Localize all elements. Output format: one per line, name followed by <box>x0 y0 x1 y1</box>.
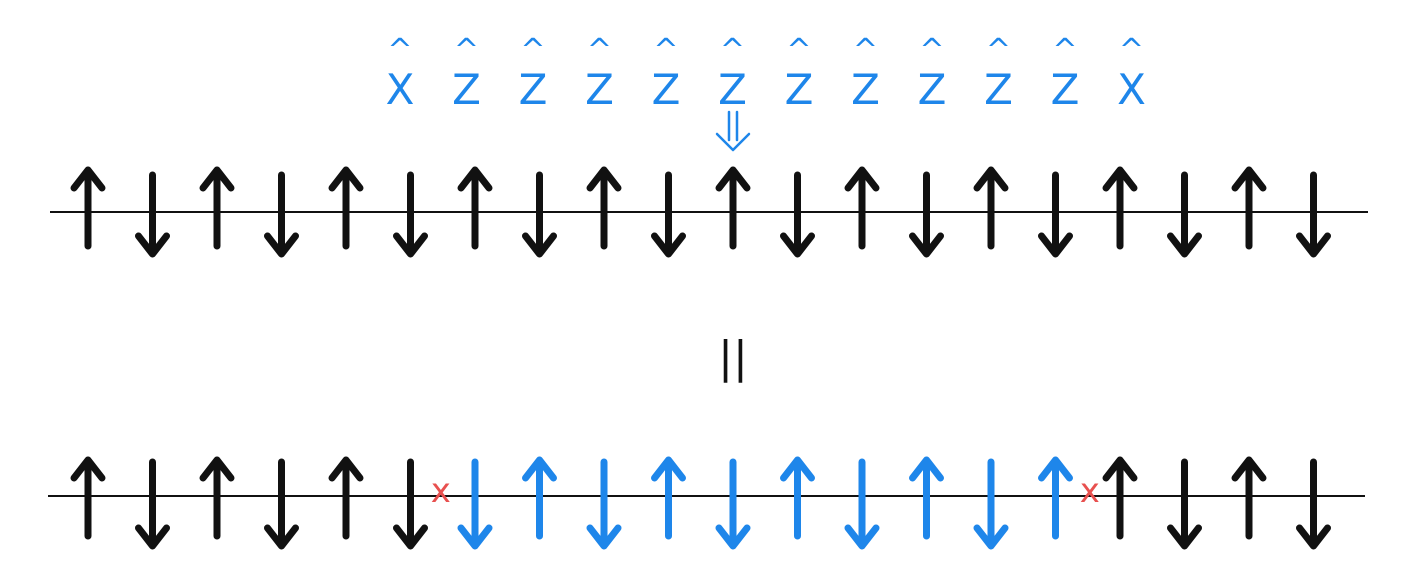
bottom-spin-down <box>393 458 428 550</box>
top-spin-down <box>522 171 557 258</box>
operator-hat: ^ <box>1119 33 1144 68</box>
operator-hat: ^ <box>454 33 479 68</box>
operator-hat: ^ <box>587 33 612 68</box>
operator-letter: Z <box>452 65 481 114</box>
bottom-spin-down <box>264 458 299 550</box>
operator-hat: ^ <box>919 33 944 68</box>
bottom-spin-down <box>1296 458 1331 550</box>
top-spin-chain <box>70 166 1331 258</box>
operator-letter: Z <box>984 65 1013 114</box>
operator-hat: ^ <box>520 33 545 68</box>
operator-label: Z^ <box>785 33 814 114</box>
top-spin-down <box>909 171 944 258</box>
top-spin-up <box>973 166 1009 250</box>
bottom-spin-up <box>70 456 106 540</box>
operator-label: Z^ <box>851 33 880 114</box>
operator-label: Z^ <box>1051 33 1080 114</box>
top-spin-up <box>457 166 493 250</box>
flipped-spin-up <box>651 456 686 540</box>
operator-row: X^Z^Z^Z^Z^Z^Z^Z^Z^Z^Z^X^ <box>386 33 1146 114</box>
operator-letter: Z <box>918 65 947 114</box>
top-spin-up <box>715 166 751 250</box>
bottom-spin-down <box>1167 458 1202 550</box>
double-down-arrow-icon <box>715 110 751 152</box>
top-spin-up <box>1102 166 1138 250</box>
operator-label: Z^ <box>984 33 1013 114</box>
top-spin-down <box>651 171 686 258</box>
top-spin-up <box>844 166 880 250</box>
operator-label: Z^ <box>718 33 747 114</box>
operator-hat: ^ <box>786 33 811 68</box>
flipped-spin-up <box>780 456 815 540</box>
operator-label: Z^ <box>918 33 947 114</box>
top-spin-down <box>1296 171 1331 258</box>
operator-label: Z^ <box>652 33 681 114</box>
flipped-spin-up <box>909 456 944 540</box>
operator-letter: X <box>1117 65 1146 114</box>
top-spin-up <box>199 166 235 250</box>
operator-letter: Z <box>785 65 814 114</box>
operator-letter: Z <box>519 65 548 114</box>
top-spin-down <box>393 171 428 258</box>
top-spin-down <box>264 171 299 258</box>
operator-letter: Z <box>585 65 614 114</box>
top-spin-down <box>780 171 815 258</box>
equals-symbol: || <box>718 332 748 383</box>
operator-hat: ^ <box>853 33 878 68</box>
bottom-spin-up <box>199 456 235 540</box>
top-spin-up <box>586 166 622 250</box>
flipped-spin-down <box>457 458 493 550</box>
domain-wall-mark: x <box>1080 471 1100 511</box>
top-spin-down <box>135 171 170 258</box>
operator-hat: ^ <box>387 33 412 68</box>
flipped-spin-up <box>522 456 557 540</box>
flipped-spin-down <box>973 458 1009 550</box>
operator-label: X^ <box>386 33 415 114</box>
bottom-spin-chain <box>70 456 1331 550</box>
bottom-spin-up <box>1231 456 1267 540</box>
operator-hat: ^ <box>653 33 678 68</box>
operator-letter: Z <box>851 65 880 114</box>
top-spin-up <box>328 166 364 250</box>
operator-hat: ^ <box>986 33 1011 68</box>
operator-hat: ^ <box>720 33 745 68</box>
domain-wall-mark: x <box>431 471 451 511</box>
top-spin-up <box>1231 166 1267 250</box>
bottom-spin-down <box>135 458 170 550</box>
top-spin-down <box>1167 171 1202 258</box>
operator-letter: X <box>386 65 415 114</box>
operator-label: Z^ <box>452 33 481 114</box>
flipped-spin-down <box>844 458 880 550</box>
operator-letter: Z <box>1051 65 1080 114</box>
operator-label: Z^ <box>585 33 614 114</box>
operator-label: Z^ <box>519 33 548 114</box>
flipped-spin-down <box>715 458 751 550</box>
operator-hat: ^ <box>1052 33 1077 68</box>
top-spin-down <box>1038 171 1073 258</box>
flipped-spin-up <box>1038 456 1073 540</box>
flipped-spin-down <box>586 458 622 550</box>
top-spin-up <box>70 166 106 250</box>
bottom-spin-up <box>328 456 364 540</box>
operator-label: X^ <box>1117 33 1146 114</box>
operator-letter: Z <box>718 65 747 114</box>
operator-letter: Z <box>652 65 681 114</box>
bottom-spin-up <box>1102 456 1138 540</box>
